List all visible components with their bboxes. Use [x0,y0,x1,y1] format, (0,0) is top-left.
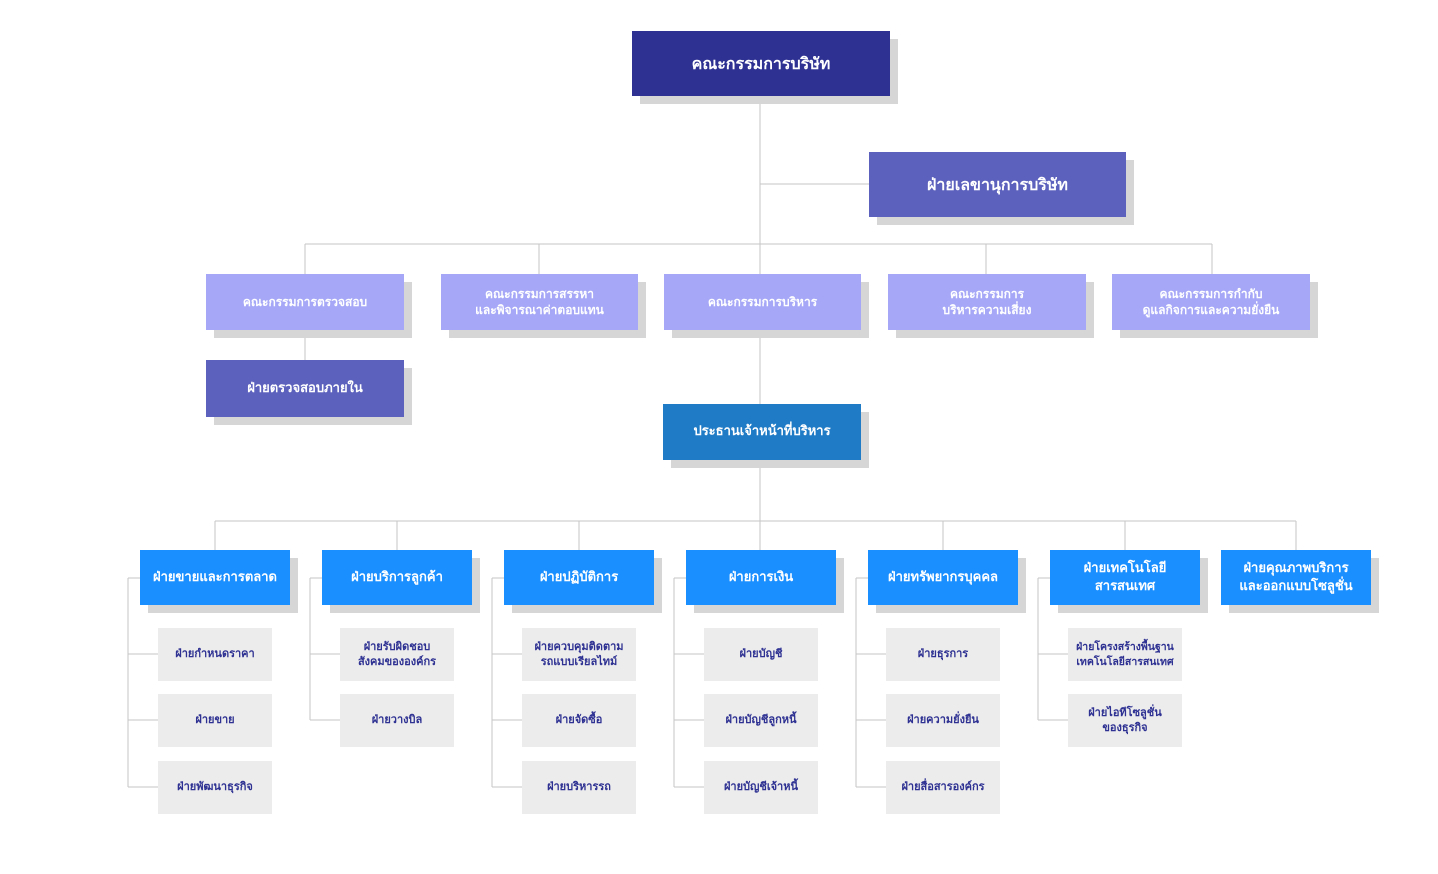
ceo-label: ประธานเจ้าหน้าที่บริหาร [693,424,831,440]
executive-committee-label: คณะกรรมการบริหาร [707,294,818,309]
secretary-label: ฝ่ายเลขานุการบริษัท [927,174,1068,194]
division-title-line2: สารสนเทศ [1094,578,1156,594]
sub-unit-label: ฝ่ายจัดซื้อ [555,713,603,727]
division-title-line1: ฝ่ายคุณภาพบริการ [1243,560,1349,576]
sub-unit-box: ฝ่ายพัฒนาธุรกิจ [158,761,272,814]
sub-unit-box: ฝ่ายจัดซื้อ [522,694,636,747]
division-title: ฝ่ายการเงิน [728,569,794,585]
sub-unit-box: ฝ่ายโครงสร้างพื้นฐาน เทคโนโลยีสารสนเทศ [1068,628,1182,681]
sub-unit-box: ฝ่ายบัญชี [704,628,818,681]
board-label: คณะกรรมการบริษัท [691,53,831,73]
division-title: ฝ่ายขายและการตลาด [153,569,277,585]
sub-unit-box: ฝ่ายความยั่งยืน [886,694,1000,747]
internal-audit-box: ฝ่ายตรวจสอบภายใน [206,360,404,417]
sub-unit-label-line1: ฝ่ายโครงสร้างพื้นฐาน [1076,641,1174,654]
secretary-box: ฝ่ายเลขานุการบริษัท [869,152,1126,217]
sub-unit-label: ฝ่ายบัญชี [739,647,783,661]
division-title-line2: และออกแบบโซลูชั่น [1239,578,1353,594]
sub-unit-label-line2: ของธุรกิจ [1102,720,1148,734]
sub-unit-label: ฝ่ายกำหนดราคา [175,647,255,661]
sub-unit-box: ฝ่ายควบคุมติดตาม รถแบบเรียลไทม์ [522,628,636,681]
sub-unit-label: ฝ่ายขาย [195,713,235,727]
division-operations-box: ฝ่ายปฏิบัติการ [504,550,654,605]
governance-committee-label-line1: คณะกรรมการกำกับ [1159,286,1263,301]
sub-unit-box: ฝ่ายกำหนดราคา [158,628,272,681]
sub-unit-label: ฝ่ายวางบิล [371,713,423,727]
sub-unit-box: ฝ่ายสื่อสารองค์กร [886,761,1000,814]
division-service-quality-box: ฝ่ายคุณภาพบริการ และออกแบบโซลูชั่น [1221,550,1371,605]
sub-unit-box: ฝ่ายขาย [158,694,272,747]
division-sales-marketing-box: ฝ่ายขายและการตลาด [140,550,290,605]
sub-unit-label-line2: รถแบบเรียลไทม์ [540,654,618,668]
division-title: ฝ่ายปฏิบัติการ [539,569,619,585]
nomination-committee-label-line2: และพิจารณาค่าตอบแทน [475,303,604,317]
division-title: ฝ่ายทรัพยากรบุคคล [887,569,999,585]
nomination-committee-label-line1: คณะกรรมการสรรหา [485,286,594,301]
nomination-committee-box: คณะกรรมการสรรหา และพิจารณาค่าตอบแทน [441,274,638,330]
sub-unit-box: ฝ่ายธุรการ [886,628,1000,681]
sub-unit-label: ฝ่ายบัญชีลูกหนี้ [725,713,797,727]
division-it-box: ฝ่ายเทคโนโลยี สารสนเทศ [1050,550,1200,605]
sub-unit-box: ฝ่ายบัญชีลูกหนี้ [704,694,818,747]
risk-committee-box: คณะกรรมการ บริหารความเสี่ยง [888,274,1086,330]
sub-unit-label-line1: ฝ่ายไอทีโซลูชั่น [1088,705,1162,719]
sub-unit-label-line2: สังคมขององค์กร [357,654,437,668]
division-title-line1: ฝ่ายเทคโนโลยี [1083,560,1167,576]
sub-unit-label: ฝ่ายบัญชีเจ้าหนี้ [723,780,799,794]
sub-unit-label-line2: เทคโนโลยีสารสนเทศ [1076,655,1174,668]
division-finance-box: ฝ่ายการเงิน [686,550,836,605]
division-title: ฝ่ายบริการลูกค้า [351,569,443,585]
risk-committee-label-line2: บริหารความเสี่ยง [942,303,1032,317]
sub-unit-label-line1: ฝ่ายควบคุมติดตาม [534,639,624,653]
sub-unit-label: ฝ่ายสื่อสารองค์กร [901,780,985,794]
ceo-box: ประธานเจ้าหน้าที่บริหาร [663,404,861,460]
risk-committee-label-line1: คณะกรรมการ [949,286,1025,301]
sub-unit-box: ฝ่ายบริหารรถ [522,761,636,814]
sub-unit-box: ฝ่ายไอทีโซลูชั่น ของธุรกิจ [1068,694,1182,747]
division-human-resources-box: ฝ่ายทรัพยากรบุคคล [868,550,1018,605]
governance-committee-label-line2: ดูแลกิจการและความยั่งยืน [1142,303,1280,317]
governance-committee-box: คณะกรรมการกำกับ ดูแลกิจการและความยั่งยืน [1112,274,1310,330]
board-box: คณะกรรมการบริษัท [632,31,890,96]
sub-unit-label-line1: ฝ่ายรับผิดชอบ [363,639,431,653]
sub-unit-label: ฝ่ายพัฒนาธุรกิจ [177,780,253,794]
division-customer-service-box: ฝ่ายบริการลูกค้า [322,550,472,605]
executive-committee-box: คณะกรรมการบริหาร [664,274,861,330]
sub-unit-box: ฝ่ายรับผิดชอบ สังคมขององค์กร [340,628,454,681]
audit-committee-box: คณะกรรมการตรวจสอบ [206,274,404,330]
sub-unit-label: ฝ่ายธุรการ [917,647,969,661]
sub-unit-box: ฝ่ายบัญชีเจ้าหนี้ [704,761,818,814]
sub-unit-box: ฝ่ายวางบิล [340,694,454,747]
sub-unit-label: ฝ่ายความยั่งยืน [907,713,979,727]
internal-audit-label: ฝ่ายตรวจสอบภายใน [247,380,363,396]
sub-unit-label: ฝ่ายบริหารรถ [547,780,611,794]
audit-committee-label: คณะกรรมการตรวจสอบ [242,294,368,309]
